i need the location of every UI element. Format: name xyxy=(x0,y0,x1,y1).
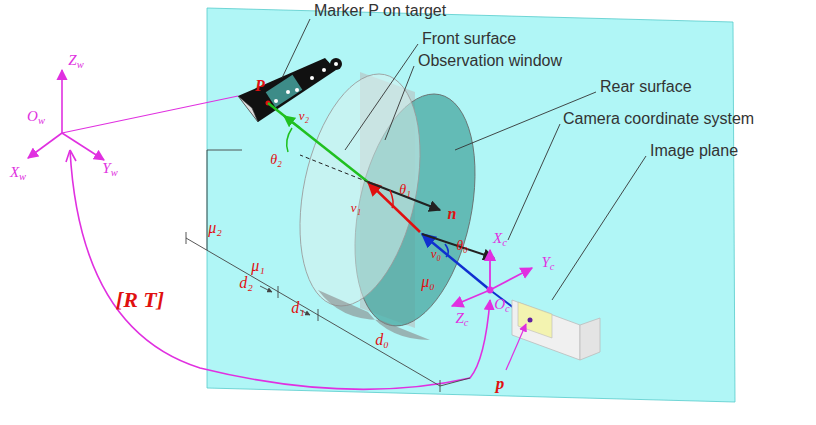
leader-lines xyxy=(282,19,646,300)
point-label: P xyxy=(255,77,265,95)
axis-label: Zc xyxy=(455,310,468,327)
axis-label: Zw xyxy=(68,52,83,69)
origin-label: Oc xyxy=(494,296,510,313)
callout-text: Observation window xyxy=(418,52,562,70)
callout-text: Camera coordinate system xyxy=(563,110,754,128)
medium-label: μ₂ xyxy=(208,219,222,237)
camera-frame xyxy=(452,250,532,306)
observation-window xyxy=(281,63,495,340)
angle-label: θ₁ xyxy=(399,182,411,197)
vector-label: v₀ xyxy=(431,247,441,261)
target-marker xyxy=(238,58,342,122)
axis-label: Xw xyxy=(10,164,26,181)
medium-label: μ₁ xyxy=(251,257,265,275)
transform-label: [R T] xyxy=(116,288,164,312)
medium-label: μ₀ xyxy=(421,273,435,291)
normal-label: n xyxy=(448,205,457,223)
image-point-label: p xyxy=(496,375,505,394)
callout-text: Marker P on target xyxy=(314,2,446,20)
axis-label: Yw xyxy=(102,160,117,177)
callout-text: Front surface xyxy=(422,30,516,48)
camera xyxy=(506,300,600,370)
vector-label: v₁ xyxy=(351,201,361,215)
dimension-label: d₁ xyxy=(291,299,305,317)
origin-label: Ow xyxy=(27,108,45,125)
callout-text: Image plane xyxy=(650,142,738,160)
plane xyxy=(207,8,735,402)
axis-label: Xc xyxy=(493,230,507,247)
callout-text: Rear surface xyxy=(600,78,692,96)
angle-label: θ₀ xyxy=(456,238,468,253)
dimension-lines xyxy=(186,150,470,392)
dimension-label: d₂ xyxy=(239,274,253,292)
angle-label: θ₂ xyxy=(270,152,282,167)
dimension-label: d₀ xyxy=(375,331,389,349)
vector-label: v₂ xyxy=(299,109,309,123)
axis-label: Yc xyxy=(541,254,554,271)
